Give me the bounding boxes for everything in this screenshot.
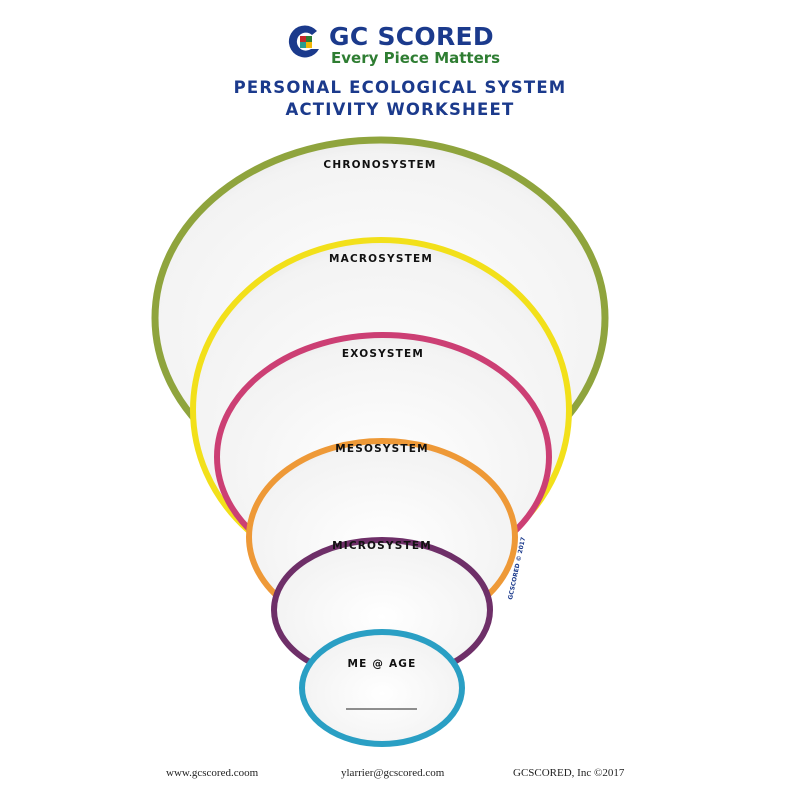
gc-puzzle-logo-icon [288, 25, 319, 58]
exosystem-label: EXOSYSTEM [342, 348, 424, 360]
footer-email[interactable]: ylarrier@gcscored.com [341, 767, 445, 779]
me-label: ME @ AGE [348, 658, 417, 670]
chronosystem-label: CHRONOSYSTEM [323, 159, 436, 171]
macrosystem-label: MACROSYSTEM [329, 253, 433, 265]
mesosystem-label: MESOSYSTEM [335, 443, 429, 455]
footer-website[interactable]: www.gcscored.coom [166, 767, 259, 779]
logo: GC SCORED Every Piece Matters [285, 20, 525, 70]
brand-name: GC SCORED [329, 22, 494, 51]
worksheet-title-line1: PERSONAL ECOLOGICAL SYSTEM [233, 78, 567, 97]
footer-copyright: GCSCORED, Inc ©2017 [513, 767, 625, 779]
worksheet-title-line2: ACTIVITY WORKSHEET [285, 100, 515, 119]
microsystem-label: MICROSYSTEM [332, 540, 432, 552]
me-ring [299, 629, 465, 747]
brand-tagline: Every Piece Matters [331, 49, 501, 67]
